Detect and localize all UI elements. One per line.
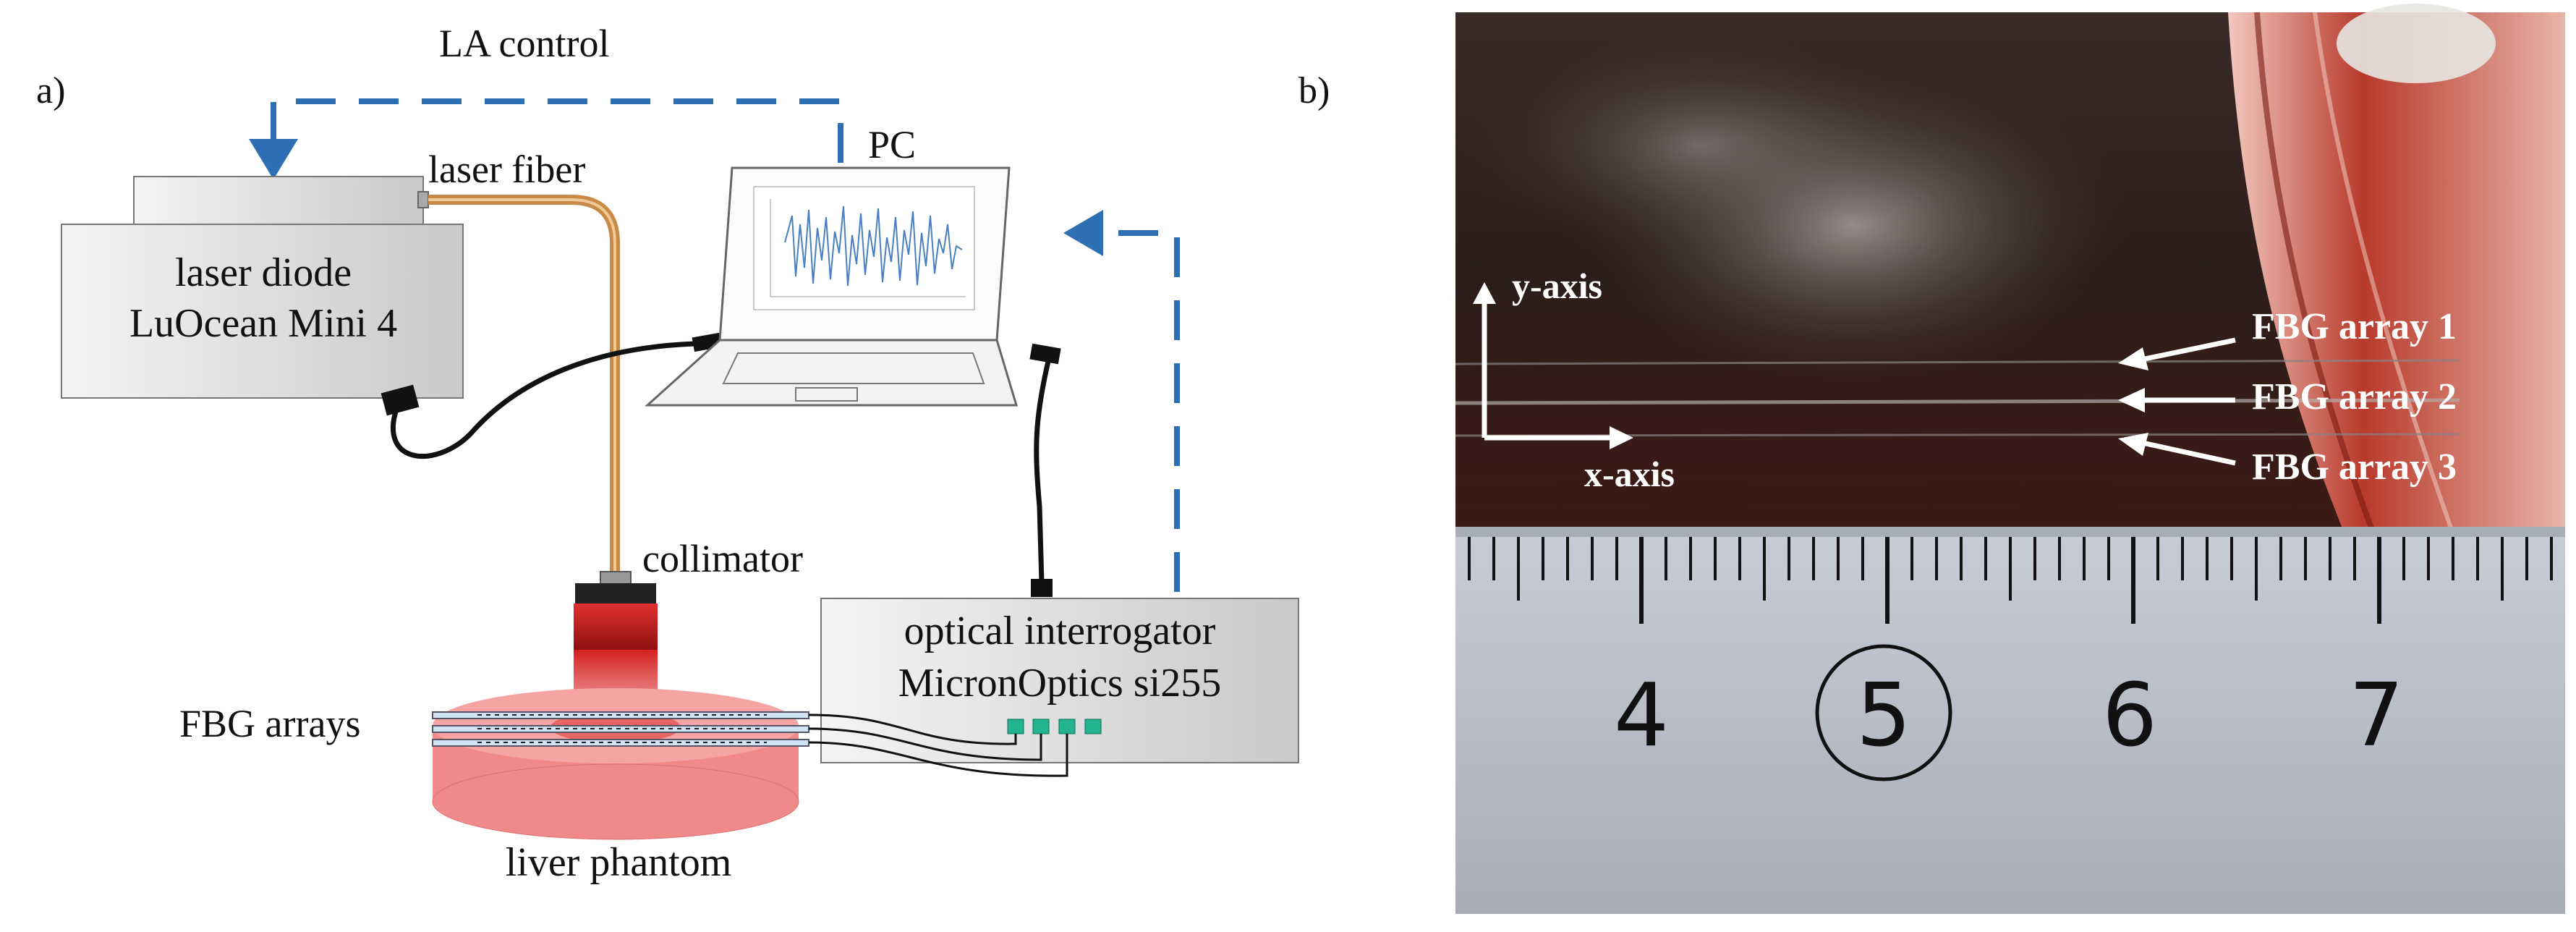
feedback-arrowhead bbox=[1063, 210, 1103, 256]
panel-b: b) 4 5 6 7 bbox=[1298, 4, 2565, 914]
liver-phantom-label: liver phantom bbox=[506, 840, 732, 885]
la-control-label: LA control bbox=[439, 22, 609, 65]
fbg-arrays bbox=[432, 711, 1068, 777]
fbg-array-3-label: FBG array 3 bbox=[2252, 446, 2457, 488]
interrogator-port-1 bbox=[1007, 719, 1024, 734]
laser-fiber-label: laser fiber bbox=[428, 148, 585, 191]
y-axis-label: y-axis bbox=[1512, 266, 1602, 306]
laser-diode-port bbox=[381, 384, 420, 416]
ruler-number-6: 6 bbox=[2102, 666, 2157, 766]
optical-interrogator bbox=[820, 598, 1299, 763]
phantom-photo bbox=[1455, 4, 2565, 533]
pc-keyboard bbox=[645, 339, 1019, 407]
fbg-pointers bbox=[2118, 337, 2236, 466]
panel-a: a) LA control laser diode LuOcean Mini 4… bbox=[36, 22, 1299, 885]
interrogator-port-3 bbox=[1058, 719, 1076, 734]
ruler-circle-5 bbox=[1815, 644, 1952, 781]
laser-diode-label-1: laser diode bbox=[175, 250, 352, 295]
ruler-number-4: 4 bbox=[1614, 666, 1669, 766]
laser-diode bbox=[61, 176, 464, 416]
feedback-line bbox=[1063, 210, 1180, 592]
ruler-ticks bbox=[1468, 537, 2553, 624]
la-control-arrowhead bbox=[249, 139, 298, 179]
x-axis-label: x-axis bbox=[1584, 454, 1675, 494]
panel-b-label: b) bbox=[1298, 70, 1330, 111]
fbg-arrays-label: FBG arrays bbox=[179, 702, 360, 745]
interrogator-port-2 bbox=[1032, 719, 1050, 734]
axes-indicator bbox=[1473, 282, 1633, 449]
laser-pc-cable bbox=[391, 341, 695, 459]
ruler-number-7: 7 bbox=[2349, 666, 2404, 766]
fbg-array-2-label: FBG array 2 bbox=[2252, 376, 2457, 418]
ruler-number-5: 5 bbox=[1856, 666, 1911, 766]
pc-touchpad bbox=[795, 387, 858, 402]
la-control-line bbox=[249, 98, 843, 179]
panel-a-label: a) bbox=[36, 70, 65, 111]
pc-interrogator-cable bbox=[1034, 357, 1052, 583]
interrogator-port-4 bbox=[1084, 719, 1102, 734]
fbg-array-1-label: FBG array 1 bbox=[2252, 306, 2457, 347]
collimator-label: collimator bbox=[642, 537, 803, 580]
pc-laptop bbox=[645, 166, 1019, 407]
interrogator-label-1: optical interrogator bbox=[904, 609, 1216, 653]
laser-diode-label-2: LuOcean Mini 4 bbox=[129, 301, 397, 346]
pc-label: PC bbox=[868, 123, 916, 166]
liver-phantom bbox=[432, 688, 799, 840]
ruler: 4 5 6 7 bbox=[1455, 527, 2565, 914]
interrogator-label-2: MicronOptics si255 bbox=[898, 661, 1221, 706]
